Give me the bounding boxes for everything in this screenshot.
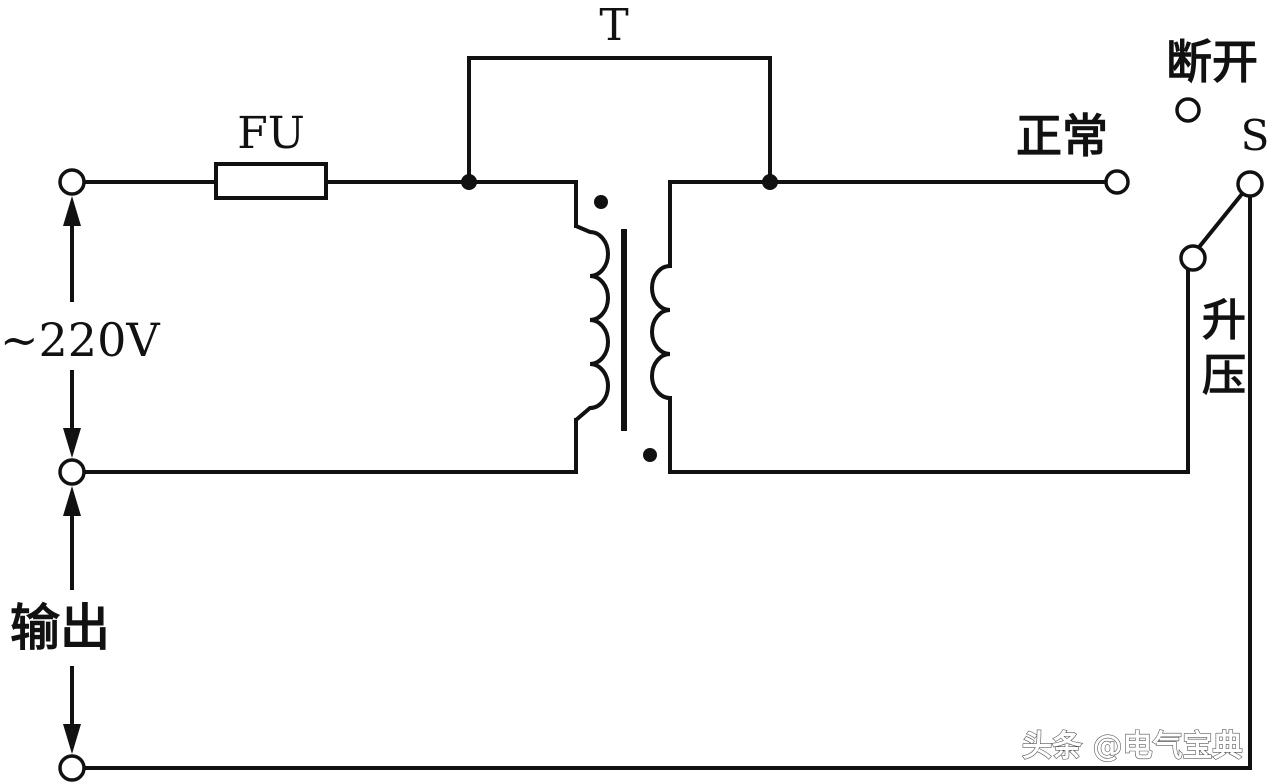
output-arrow-up-head <box>63 486 81 516</box>
primary-coil <box>574 224 610 422</box>
input-voltage-label: ~220V <box>0 313 160 367</box>
wire-secondary-to-boost <box>668 268 1190 474</box>
terminal-boost <box>1179 244 1207 272</box>
wire-switch-to-output <box>82 194 1252 770</box>
watermark: 头条 @电气宝典 <box>1022 729 1242 764</box>
input-voltage-arrows <box>63 196 81 458</box>
output-arrow-down-head <box>63 724 81 754</box>
input-arrow-up-head <box>63 196 81 226</box>
transformer-label: T <box>599 0 628 51</box>
terminal-output-bottom <box>58 754 86 782</box>
junction-left <box>461 174 477 190</box>
input-arrow-down-head <box>63 428 81 458</box>
transformer-symbol <box>574 195 672 462</box>
wire-transformer-bridge <box>467 56 772 184</box>
switch-normal-label: 正常 <box>1016 109 1108 163</box>
fuse-label: FU <box>237 108 305 159</box>
primary-polarity-dot <box>594 195 608 209</box>
switch-boost-label-top: 升 <box>1202 295 1246 346</box>
switch-boost-label-bottom: 压 <box>1202 350 1246 401</box>
terminal-input-bottom <box>58 458 86 486</box>
terminal-input-top <box>58 168 86 196</box>
output-arrows <box>63 486 81 754</box>
terminal-normal <box>1104 169 1130 195</box>
terminal-off <box>1175 97 1201 123</box>
switch-label: S <box>1241 111 1270 160</box>
terminal-switch-common <box>1236 170 1264 198</box>
secondary-polarity-dot <box>643 448 657 462</box>
output-label: 输出 <box>10 599 110 657</box>
secondary-coil <box>650 264 672 422</box>
junction-right <box>762 174 778 190</box>
fuse-symbol <box>214 162 328 200</box>
switch-off-label: 断开 <box>1166 35 1258 89</box>
